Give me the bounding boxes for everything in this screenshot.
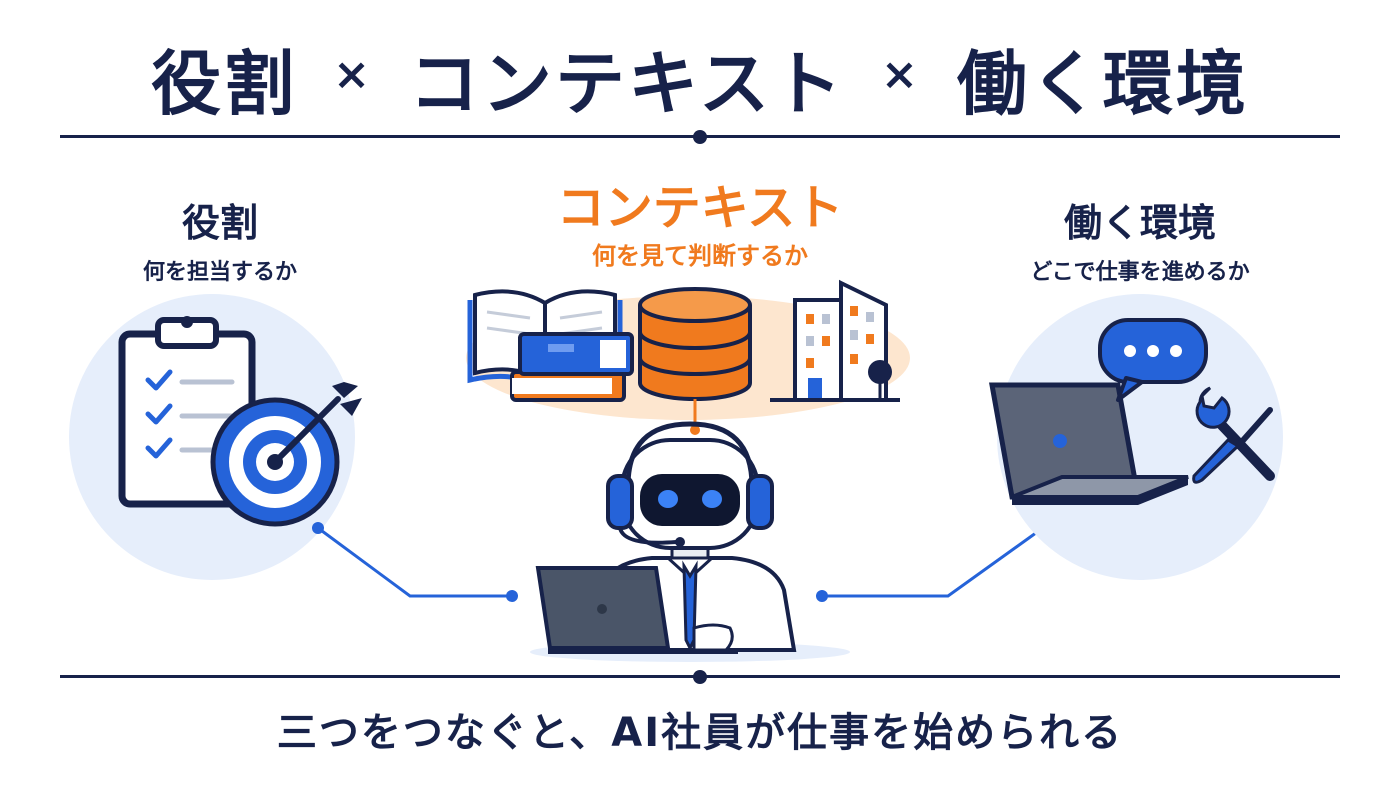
environment-subtitle: どこで仕事を進めるか bbox=[1030, 260, 1250, 285]
bottom-divider-dot bbox=[693, 670, 707, 684]
role-subtitle: 何を担当するか bbox=[142, 260, 297, 285]
wrench-screwdriver-icon bbox=[1192, 386, 1275, 484]
context-title: コンテキスト bbox=[556, 180, 844, 236]
laptop-icon bbox=[989, 382, 1189, 505]
arrow-icon bbox=[275, 382, 362, 462]
title-context: コンテキスト bbox=[409, 42, 845, 125]
environment-title: 働く環境 bbox=[1063, 201, 1216, 245]
title-separator-2: × bbox=[880, 48, 921, 100]
context-subtitle: 何を見て判断するか bbox=[592, 242, 808, 270]
role-connector-dot bbox=[312, 522, 324, 534]
title-role: 役割 bbox=[151, 42, 298, 125]
database-icon bbox=[638, 287, 752, 435]
role-connector-end-dot bbox=[506, 590, 518, 602]
headset-icon bbox=[606, 421, 774, 547]
page-title: 役割 × コンテキスト × 働く環境 bbox=[0, 28, 1400, 128]
title-environment: 働く環境 bbox=[956, 42, 1249, 125]
title-separator-1: × bbox=[333, 48, 374, 100]
role-connector-line bbox=[317, 526, 512, 598]
role-title: 役割 bbox=[181, 201, 258, 245]
top-divider-dot bbox=[693, 130, 707, 144]
environment-circle-bg bbox=[997, 294, 1283, 580]
office-building-icon bbox=[770, 279, 900, 402]
footer-caption: 三つをつなぐと、AI社員が仕事を始められる bbox=[276, 710, 1124, 756]
book-stack-icon bbox=[510, 332, 634, 402]
chat-bubble-icon bbox=[1098, 318, 1208, 402]
laptop-icon bbox=[535, 566, 738, 654]
environment-connector-line bbox=[822, 528, 1041, 598]
environment-connector-end-dot bbox=[816, 590, 828, 602]
